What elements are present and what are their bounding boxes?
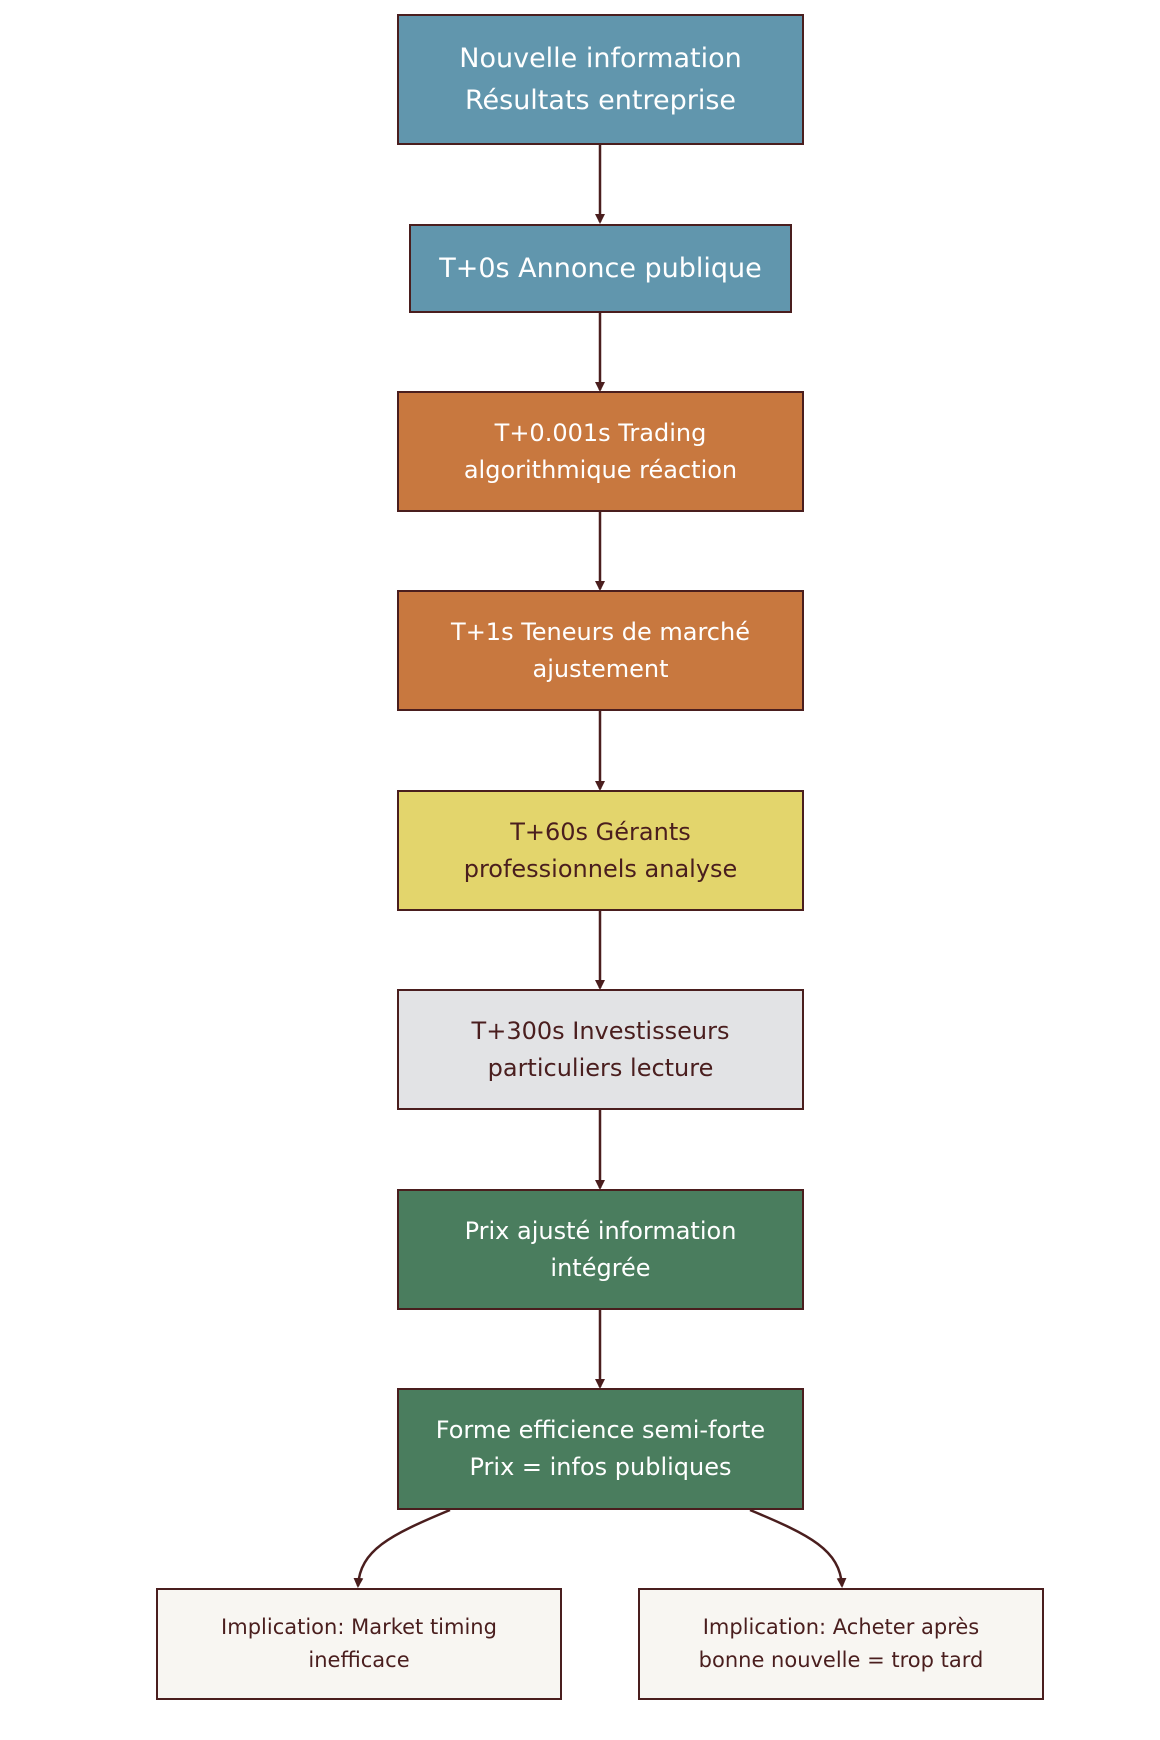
node-text-line-1: T+300s Investisseurs bbox=[471, 1016, 730, 1045]
node-text-line-1: Forme efficience semi-forte bbox=[435, 1416, 766, 1444]
node-text-line-1: T+60s Gérants bbox=[510, 817, 691, 846]
node-teneurs-de-marche: T+1s Teneurs de marché ajustement bbox=[397, 590, 804, 711]
edge-n8-n10 bbox=[749, 1508, 847, 1588]
node-gerants-professionnels: T+60s Gérants professionnels analyse bbox=[397, 790, 804, 911]
node-nouvelle-information: Nouvelle information Résultats entrepris… bbox=[397, 14, 804, 145]
node-text-line-1: Nouvelle information bbox=[459, 42, 742, 74]
node-prix-ajuste: Prix ajusté information intégrée bbox=[397, 1189, 804, 1310]
node-text-line-1: T+1s Teneurs de marché bbox=[451, 617, 750, 646]
node-text-line-1: Prix ajusté information bbox=[464, 1216, 737, 1245]
node-text-line-2: Résultats entreprise bbox=[464, 84, 737, 116]
node-text-line-2: algorithmique réaction bbox=[463, 455, 738, 484]
node-text-line-1: Implication: Market timing bbox=[221, 1615, 497, 1639]
edge-n8-n9 bbox=[353, 1508, 451, 1588]
node-text-line-2: ajustement bbox=[532, 654, 669, 683]
node-text-line-2: inefficace bbox=[308, 1648, 410, 1672]
node-trading-algorithmique: T+0.001s Trading algorithmique réaction bbox=[397, 391, 804, 512]
node-text-line-1: T+0s Annonce publique bbox=[439, 252, 762, 284]
node-text-line-1: Implication: Acheter après bbox=[702, 1615, 980, 1639]
node-text-line-2: particuliers lecture bbox=[487, 1053, 714, 1082]
node-text-line-2: Prix = infos publiques bbox=[469, 1453, 732, 1481]
node-investisseurs-particuliers: T+300s Investisseurs particuliers lectur… bbox=[397, 989, 804, 1110]
node-text-line-2: bonne nouvelle = trop tard bbox=[698, 1648, 984, 1672]
node-implication-acheter-apres: Implication: Acheter après bonne nouvell… bbox=[638, 1588, 1044, 1700]
node-forme-efficience: Forme efficience semi-forte Prix = infos… bbox=[397, 1388, 804, 1510]
node-text-line-2: intégrée bbox=[550, 1253, 651, 1282]
node-implication-market-timing: Implication: Market timing inefficace bbox=[156, 1588, 562, 1700]
node-text-line-1: T+0.001s Trading bbox=[494, 418, 707, 447]
node-text-line-2: professionnels analyse bbox=[463, 854, 738, 883]
node-annonce-publique: T+0s Annonce publique bbox=[409, 224, 792, 313]
